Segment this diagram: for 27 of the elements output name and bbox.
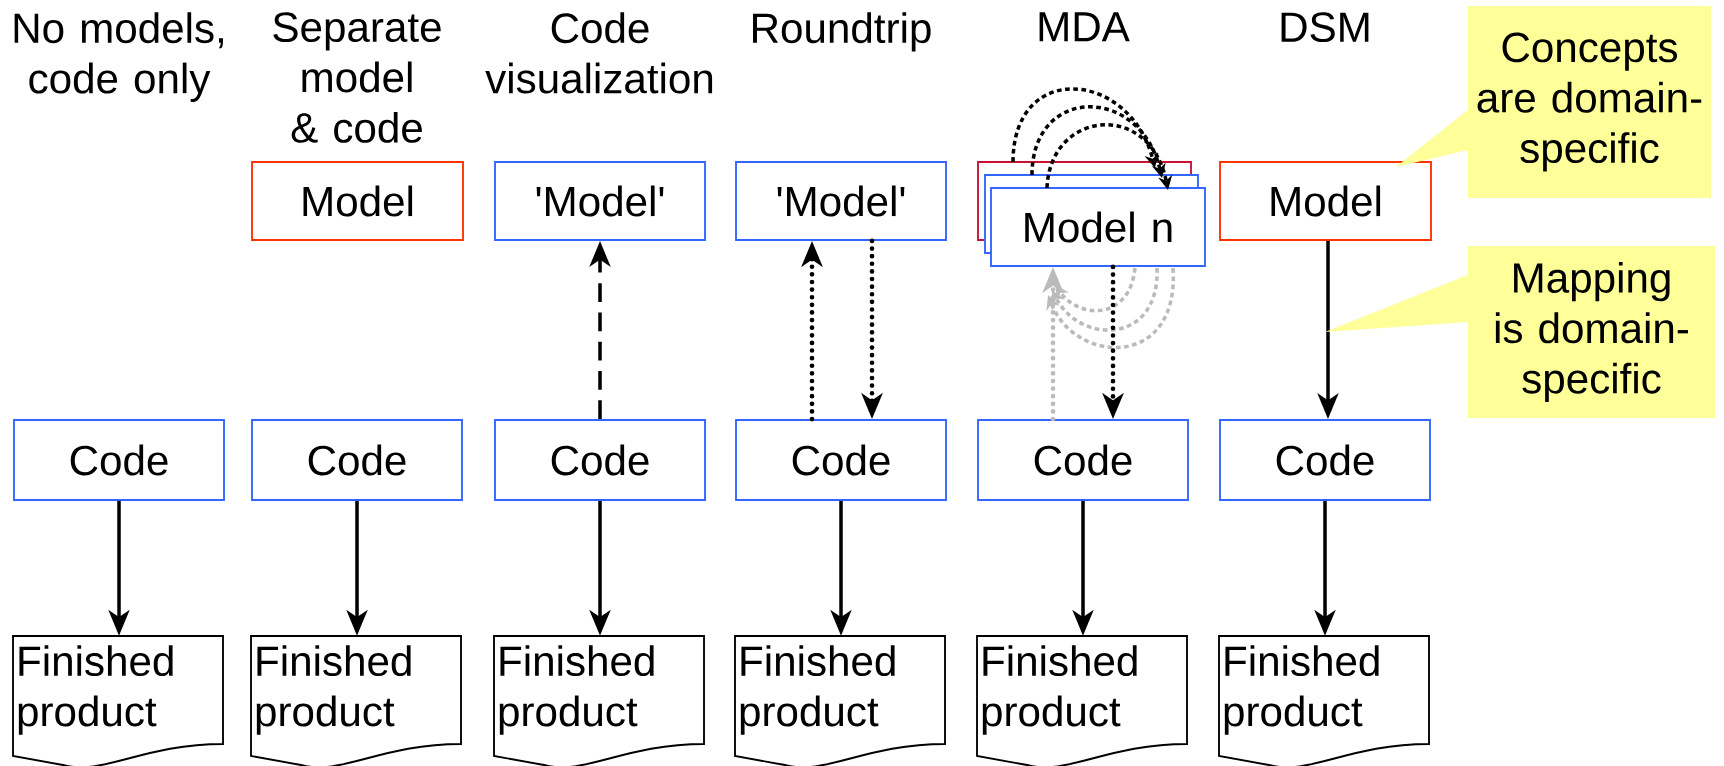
callout-pointer — [1395, 110, 1468, 168]
code-box: Code — [13, 419, 225, 501]
document-box: Finished product — [976, 635, 1188, 766]
column-heading: No models, code only — [14, 12, 223, 102]
stacked-model-box: Model n — [977, 161, 1206, 267]
callout-box: Concepts are domain-specific — [1468, 6, 1711, 198]
document-box: Finished product — [734, 635, 946, 766]
callout-box: Mapping is domain-specific — [1468, 246, 1715, 418]
model-box: Model — [1219, 161, 1432, 241]
model-box: Model — [251, 161, 464, 241]
code-box: Code — [735, 419, 947, 501]
code-box: Code — [977, 419, 1189, 501]
column-heading: Roundtrip — [753, 12, 931, 52]
document-box: Finished product — [12, 635, 224, 766]
code-box: Code — [494, 419, 706, 501]
column-heading: Separate model & code — [273, 12, 441, 143]
document-box: Finished product — [1218, 635, 1430, 766]
model-box: 'Model' — [735, 161, 947, 241]
column-heading: DSM — [1281, 12, 1369, 43]
code-box: Code — [1219, 419, 1431, 501]
code-box: Code — [251, 419, 463, 501]
document-box: Finished product — [493, 635, 705, 766]
callout-pointer — [1325, 275, 1468, 332]
model-box: 'Model' — [494, 161, 706, 241]
column-heading: Code visualization — [485, 12, 713, 94]
column-heading: MDA — [1039, 12, 1130, 42]
document-box: Finished product — [250, 635, 462, 766]
